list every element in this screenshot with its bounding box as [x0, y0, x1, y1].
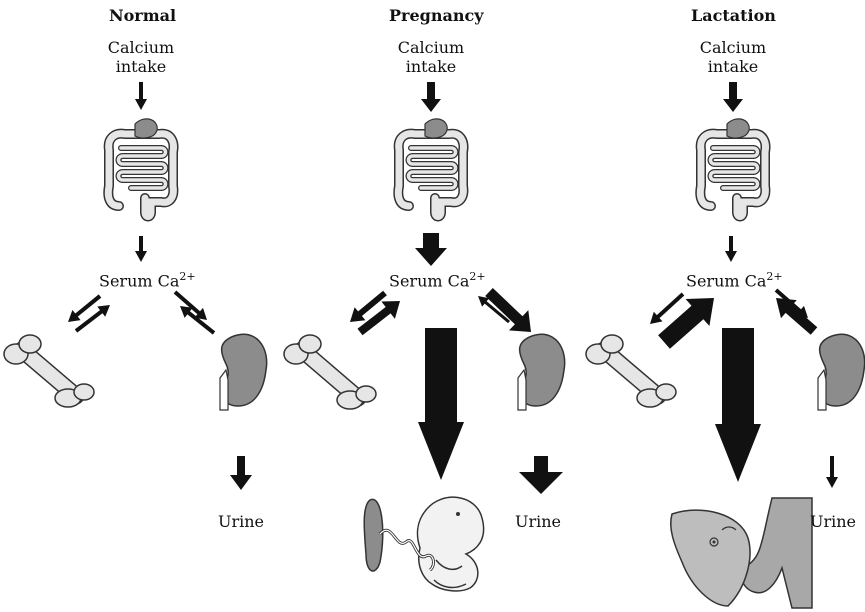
lactation-intestine-icon [700, 119, 765, 217]
normal-intestine-icon [108, 119, 173, 217]
pregnancy-intestine-icon [398, 119, 463, 217]
lactation-urine-label: Urine [810, 512, 856, 531]
lactation-intake-line2: intake [693, 57, 773, 76]
lactation-absorption-arrow [725, 236, 737, 262]
normal-calcium-intake: Calcium intake [101, 38, 181, 76]
normal-title: Normal [109, 6, 176, 25]
normal-intake-line1: Calcium [101, 38, 181, 57]
normal-intake-arrow [135, 82, 147, 110]
pregnancy-title: Pregnancy [389, 6, 484, 25]
normal-kidney-icon [220, 334, 267, 410]
normal-absorption-arrow [135, 236, 147, 262]
normal-bone-icon [4, 335, 94, 407]
pregnancy-kidney-icon [518, 334, 565, 410]
lactation-serum-calcium: Serum Ca2+ [686, 270, 783, 290]
pregnancy-intake-line1: Calcium [391, 38, 471, 57]
lactation-serum-label: Serum Ca [686, 271, 766, 290]
pregnancy-fetal-transfer-arrow [418, 328, 464, 480]
lactation-milk-transfer-arrow [715, 328, 761, 482]
pregnancy-kidney-filtration-arrow [485, 288, 531, 332]
normal-urine-label: Urine [218, 512, 264, 531]
pregnancy-absorption-arrow [415, 233, 447, 266]
normal-serum-label: Serum Ca [99, 271, 179, 290]
pregnancy-bone-resorption-arrow [358, 301, 401, 335]
pregnancy-bone-icon [284, 335, 376, 409]
pregnancy-serum-label: Serum Ca [389, 271, 469, 290]
normal-serum-calcium: Serum Ca2+ [99, 270, 196, 290]
pregnancy-serum-charge: 2+ [469, 270, 485, 283]
pregnancy-calcium-intake: Calcium intake [391, 38, 471, 76]
pregnancy-urine-label: Urine [515, 512, 561, 531]
lactation-intake-line1: Calcium [693, 38, 773, 57]
normal-intake-line2: intake [101, 57, 181, 76]
lactation-intake-arrow [723, 82, 743, 112]
pregnancy-intake-line2: intake [391, 57, 471, 76]
pregnancy-serum-calcium: Serum Ca2+ [389, 270, 486, 290]
lactation-kidney-reabsorption-arrow [776, 298, 817, 335]
pregnancy-intake-arrow [421, 82, 441, 112]
lactation-title: Lactation [691, 6, 776, 25]
lactation-breastfeeding-icon [671, 498, 812, 608]
pregnancy-fetus-icon [364, 497, 483, 591]
lactation-bone-resorption-arrow [658, 298, 714, 349]
normal-serum-charge: 2+ [179, 270, 195, 283]
lactation-kidney-icon [818, 334, 865, 410]
normal-urine-arrow [230, 456, 252, 490]
lactation-serum-charge: 2+ [766, 270, 782, 283]
lactation-urine-arrow [826, 456, 838, 488]
normal-bone-resorption-arrow [75, 305, 110, 333]
pregnancy-urine-arrow [519, 456, 563, 494]
lactation-bone-icon [586, 335, 676, 407]
lactation-calcium-intake: Calcium intake [693, 38, 773, 76]
